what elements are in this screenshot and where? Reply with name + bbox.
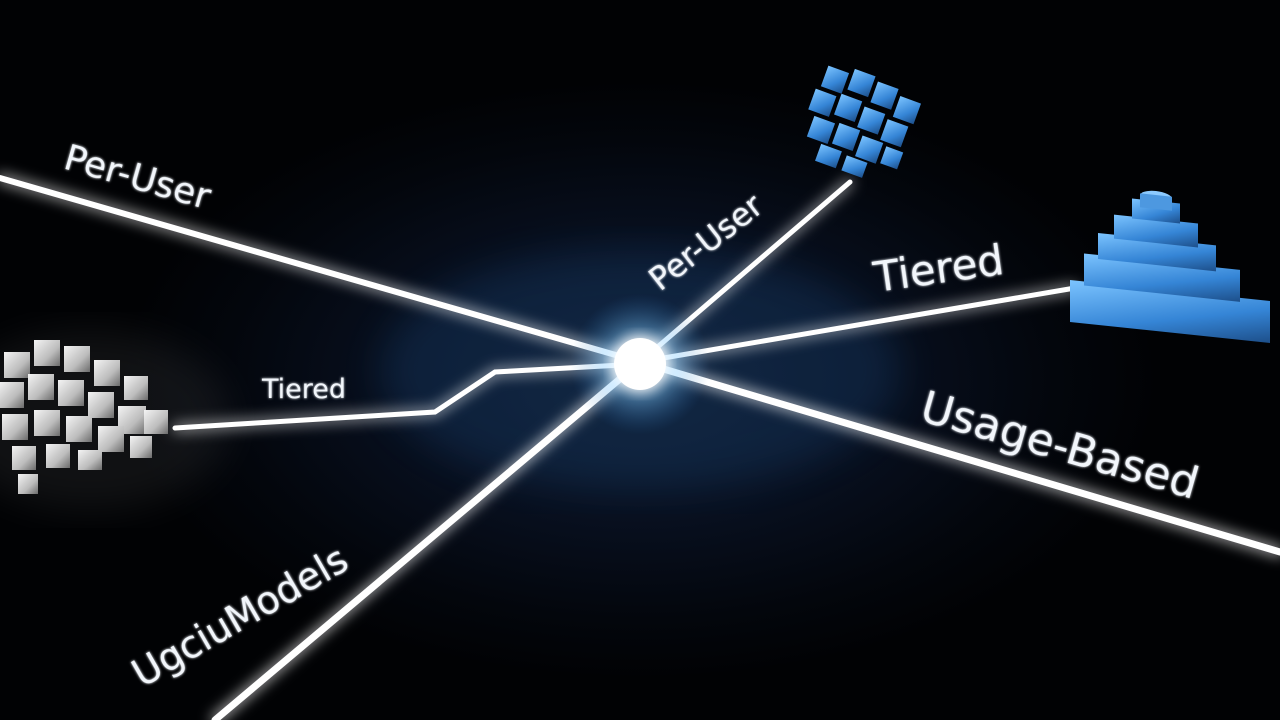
- beam-models: [211, 358, 644, 720]
- blue-stepped-pyramid-icon: [1070, 190, 1270, 344]
- white-cube-cluster-icon: [0, 340, 168, 494]
- beam-tiered-left: [172, 361, 643, 431]
- beam-usage-based: [636, 358, 1280, 556]
- label-usage-based: Usage-Based: [915, 382, 1204, 510]
- label-garbled-models: UgciuModels: [125, 537, 356, 696]
- label-tiered-right: Tiered: [870, 235, 1007, 302]
- blue-cube-cluster-icon: [806, 65, 922, 178]
- beam-per-user-left: [0, 175, 643, 365]
- label-tiered-left: Tiered: [261, 374, 346, 405]
- light-burst-icon: [570, 294, 710, 434]
- label-per-user-left: Per-User: [60, 137, 216, 218]
- beam-tiered-right: [637, 285, 1078, 365]
